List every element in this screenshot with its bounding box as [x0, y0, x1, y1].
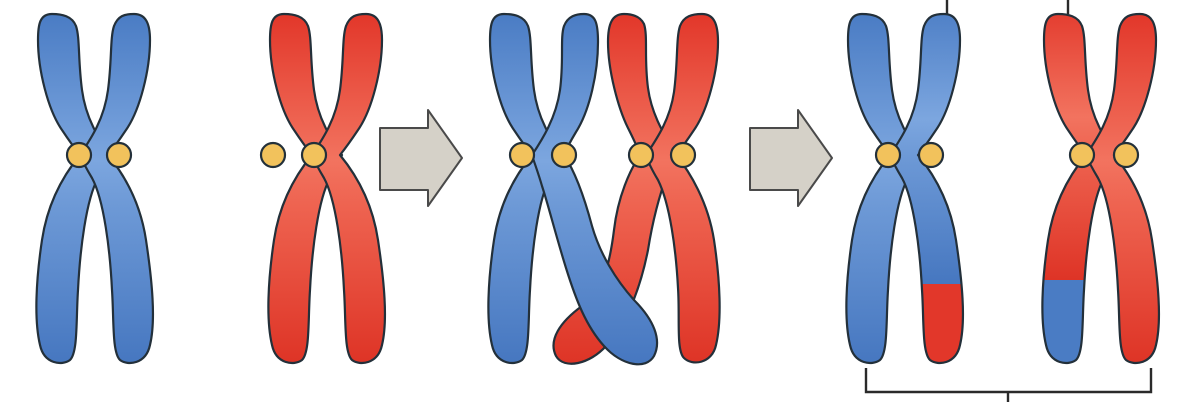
stage-homologous-pair: [35, 12, 387, 365]
maternal-chromatid-crossing: [530, 12, 659, 366]
maternal-chromatid-left: [35, 12, 112, 365]
maternal-chromosome: [487, 12, 659, 366]
maternal-chromatid-left: [487, 12, 564, 365]
paternal-chromatid-right: [644, 12, 721, 364]
paternal-chromatid-crossing: [552, 12, 678, 365]
stage-recombinant-chromosomes: [845, 0, 1161, 402]
centromere-maternal-right: [550, 141, 578, 169]
maternal-chromatid-left: [845, 12, 922, 365]
maternal-recombinant-chromosome: [845, 12, 965, 365]
paternal-chromatid-recombinant: [1041, 12, 1118, 365]
centromere-right: [300, 141, 328, 169]
maternal-chromatid-recombinant: [888, 12, 965, 365]
arrow-right-icon: [749, 109, 833, 207]
maternal-chromosome: [35, 12, 155, 365]
centromere-left: [259, 141, 287, 169]
arrow-right-icon: [379, 109, 463, 207]
centromere-right: [1112, 141, 1140, 169]
paternal-chromosome: [259, 12, 387, 365]
stage-crossing-over: [487, 12, 721, 366]
maternal-chromatid-right: [78, 12, 155, 365]
centromere-left: [65, 141, 93, 169]
paternal-chromatid-left: [267, 12, 344, 365]
paternal-chromosome: [552, 12, 721, 365]
bracket-bottom: [864, 368, 1153, 394]
centromere-right: [105, 141, 133, 169]
centromere-maternal-left: [508, 141, 536, 169]
paternal-recombinant-chromosome: [1041, 12, 1161, 365]
centromere-left: [1068, 141, 1096, 169]
centromere-paternal-right: [669, 141, 697, 169]
centromere-paternal-left: [627, 141, 655, 169]
paternal-chromatid-right: [1084, 12, 1161, 365]
paternal-chromatid-right: [310, 12, 387, 365]
centromere-right: [917, 141, 945, 169]
centromere-left: [874, 141, 902, 169]
